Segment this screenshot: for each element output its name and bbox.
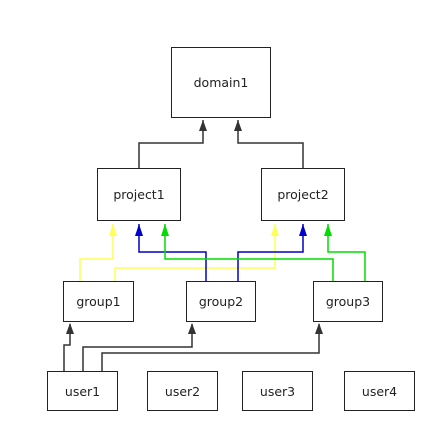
edge-project1-domain1 <box>138 120 204 168</box>
edge-group1-project1 <box>79 224 114 281</box>
arrowhead-project2-green <box>324 224 332 236</box>
arrowhead-project1-blue <box>135 224 143 236</box>
arrowhead-project2-yellow <box>271 224 279 236</box>
arrowhead-project1-yellow <box>109 224 117 236</box>
node-label: project1 <box>113 187 165 202</box>
node-label: domain1 <box>193 75 249 90</box>
node-group3: group3 <box>313 281 383 322</box>
edge-group3-project2 <box>327 224 366 281</box>
node-label: user4 <box>361 383 398 399</box>
node-user4: user4 <box>344 371 415 411</box>
edge-user1-group2 <box>82 324 193 371</box>
edge-user1-group3 <box>101 324 320 371</box>
node-label: group2 <box>198 294 244 309</box>
node-domain1: domain1 <box>171 47 271 118</box>
edge-group1-project2 <box>114 224 276 281</box>
node-user3: user3 <box>242 371 313 411</box>
arrowhead-project1-green <box>161 224 169 236</box>
node-label: project2 <box>277 187 329 202</box>
arrowhead-group2-dark <box>188 323 196 334</box>
node-project1: project1 <box>97 168 181 221</box>
arrowhead-project2-blue <box>299 224 307 236</box>
node-project2: project2 <box>261 168 345 221</box>
node-group1: group1 <box>63 281 134 322</box>
arrowhead-domain1-left <box>199 120 207 131</box>
node-user1: user1 <box>47 371 118 411</box>
node-label: user2 <box>164 383 201 399</box>
edge-group3-project1 <box>164 224 334 281</box>
edge-group2-project2 <box>237 224 304 281</box>
arrowhead-group3-dark <box>315 323 323 334</box>
node-user2: user2 <box>147 371 218 411</box>
edge-project2-domain1 <box>237 120 304 168</box>
node-label: group3 <box>325 294 371 309</box>
arrowhead-domain1-right <box>234 120 242 131</box>
node-label: user1 <box>64 383 101 399</box>
arrowhead-group1-dark <box>66 323 74 334</box>
edge-user1-group1 <box>63 324 71 371</box>
node-label: user3 <box>259 383 296 399</box>
edge-group2-project1 <box>138 224 207 281</box>
node-label: group1 <box>76 294 121 309</box>
node-group2: group2 <box>186 281 256 322</box>
